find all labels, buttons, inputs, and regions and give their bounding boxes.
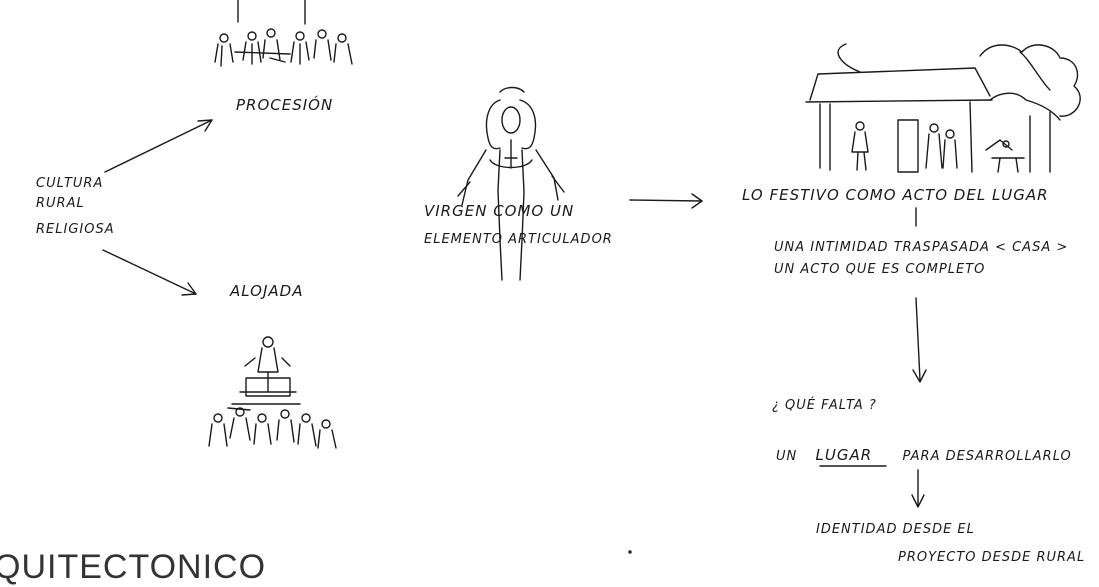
right-sub-line1: UNA INTIMIDAD TRASPASADA < CASA > [774,240,1069,255]
right-heading: LO FESTIVO COMO ACTO DEL LUGAR [742,186,1049,204]
right-answer-line: UN LUGAR PARA DESARROLLARLO [776,446,1072,464]
right-question: ¿ QUÉ FALTA ? [772,398,877,413]
virgin-sketch [457,86,565,281]
arrow-center-to-right [629,193,703,209]
center-label-line2: ELEMENTO ARTICULADOR [424,232,613,247]
arrow-to-procesion [104,119,213,173]
root-label-line1: CULTURA [36,176,104,191]
stray-dot [628,550,632,554]
alojada-sketch [208,336,337,449]
footer-title: QUITECTONICO [0,548,267,586]
right-identity-line1: IDENTIDAD DESDE EL [816,522,975,537]
right-connector-3 [911,469,925,508]
arrow-to-alojada [102,249,197,296]
answer-prefix: UN [776,449,798,464]
answer-suffix: PARA DESARROLLARLO [902,449,1072,464]
root-label-line2: RURAL [36,196,85,211]
right-sub-line2: UN ACTO QUE ES COMPLETO [774,262,986,277]
root-label-line3: RELIGIOSA [36,222,115,237]
gathering-sketch [805,43,1081,173]
right-connector-2 [912,297,927,383]
right-identity-line2: PROYECTO DESDE RURAL [898,550,1086,565]
center-label-line1: VIRGEN COMO UN [424,202,575,220]
branch-alojada-label: ALOJADA [230,282,304,300]
answer-lugar: LUGAR [815,446,873,464]
procession-sketch [214,0,353,67]
branch-procesion-label: PROCESIÓN [236,96,334,114]
